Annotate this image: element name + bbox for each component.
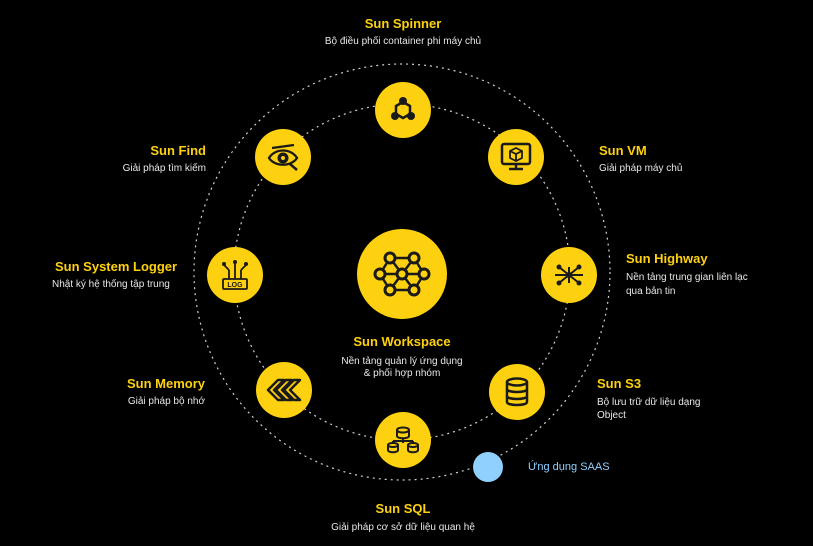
- label-sun-highway: Sun Highway Nền tảng trung gian liên lạc…: [626, 251, 811, 298]
- sun-sql-desc: Giải pháp cơ sở dữ liệu quan hệ: [331, 522, 475, 533]
- node-sun-vm[interactable]: [488, 129, 544, 185]
- log-icon-text: LOG: [227, 282, 243, 289]
- center-desc-line1: Nền tảng quản lý ứng dụng: [341, 356, 463, 367]
- sun-spinner-title: Sun Spinner: [364, 16, 442, 31]
- eye-search-icon: [267, 143, 299, 171]
- node-sun-system-logger[interactable]: LOG: [207, 247, 263, 303]
- node-sun-find[interactable]: [255, 129, 311, 185]
- node-sun-memory[interactable]: [256, 362, 312, 418]
- sun-highway-desc-line1: Nền tảng trung gian liên lạc: [626, 272, 748, 283]
- sun-highway-title: Sun Highway: [626, 251, 708, 266]
- label-sun-s3: Sun S3 Bộ lưu trữ dữ liệu dạng Object: [597, 376, 777, 422]
- sun-find-title: Sun Find: [150, 143, 206, 158]
- log-circuit-icon: LOG: [222, 260, 248, 290]
- label-sun-spinner: Sun Spinner Bộ điều phối container phi m…: [283, 16, 523, 48]
- sun-memory-desc: Giải pháp bộ nhớ: [127, 396, 205, 407]
- center-title: Sun Workspace: [353, 334, 451, 349]
- saas-node[interactable]: [473, 452, 503, 482]
- sun-spinner-desc: Bộ điều phối container phi máy chủ: [324, 36, 482, 47]
- center-desc-line2: & phối hợp nhóm: [363, 368, 441, 379]
- memory-chevrons-icon: [266, 378, 302, 402]
- center-label: Sun Workspace Nền tảng quản lý ứng dụng …: [302, 334, 502, 380]
- monitor-cube-icon: [500, 142, 532, 171]
- hexagon-nodes-icon: [391, 97, 415, 120]
- sun-sql-title: Sun SQL: [375, 501, 431, 516]
- saas-label: Ứng dụng SAAS: [528, 461, 610, 473]
- node-sun-spinner[interactable]: [375, 82, 431, 138]
- sun-find-desc: Giải pháp tìm kiếm: [122, 163, 206, 174]
- network-hexagon-icon: [373, 251, 431, 297]
- database-icon: [505, 377, 529, 407]
- label-sun-vm: Sun VM Giải pháp máy chủ: [599, 143, 779, 175]
- sun-system-logger-title: Sun System Logger: [55, 259, 178, 274]
- sun-highway-desc-line2: qua bản tin: [626, 286, 676, 297]
- sun-s3-title: Sun S3: [597, 376, 642, 391]
- node-sun-highway[interactable]: [541, 247, 597, 303]
- outer-orbit-ring: [193, 63, 611, 481]
- sun-system-logger-desc: Nhật ký hệ thống tập trung: [52, 279, 170, 290]
- sun-vm-title: Sun VM: [599, 143, 647, 158]
- branch-arrows-icon: [555, 264, 583, 286]
- label-sun-memory: Sun Memory Giải pháp bộ nhớ: [35, 376, 205, 408]
- label-sun-system-logger: Sun System Logger Nhật ký hệ thống tập t…: [36, 259, 211, 291]
- center-node-sun-workspace[interactable]: [357, 229, 447, 319]
- label-sun-find: Sun Find Giải pháp tìm kiếm: [60, 143, 206, 175]
- sun-memory-title: Sun Memory: [126, 376, 205, 391]
- connected-database-icon: [387, 426, 419, 454]
- node-sun-s3[interactable]: [489, 364, 545, 420]
- label-sun-sql: Sun SQL Giải pháp cơ sở dữ liệu quan hệ: [293, 501, 513, 534]
- sun-vm-desc: Giải pháp máy chủ: [599, 163, 683, 174]
- sun-s3-desc-line2: Object: [597, 410, 626, 421]
- node-sun-sql[interactable]: [375, 412, 431, 468]
- sun-s3-desc-line1: Bộ lưu trữ dữ liệu dạng: [597, 397, 701, 408]
